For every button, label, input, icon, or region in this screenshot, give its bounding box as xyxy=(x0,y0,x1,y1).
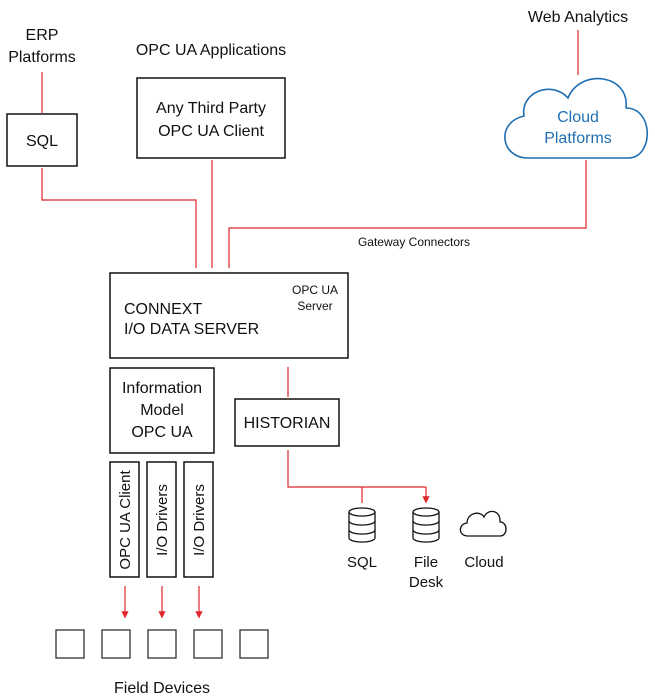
storage-sql-label: SQL xyxy=(347,554,377,571)
driver1-label: OPC UA Client xyxy=(117,470,134,570)
cloud-platforms-line2: Platforms xyxy=(544,130,612,147)
sql-to-server-connector xyxy=(41,168,197,268)
database-icon xyxy=(412,507,440,543)
opc-apps-label: OPC UA Applications xyxy=(136,42,286,59)
database-icon xyxy=(348,507,376,543)
information-model-box xyxy=(109,367,215,454)
driver2-label: I/O Drivers xyxy=(154,484,171,556)
erp-label-line2: Platforms xyxy=(8,49,76,66)
cloud-platforms-shape xyxy=(504,77,648,159)
third-party-line1: Any Third Party xyxy=(156,100,266,117)
field-devices-label: Field Devices xyxy=(114,680,210,697)
field-device xyxy=(55,629,85,659)
server-tag-line2: Server xyxy=(297,299,332,313)
info-model-line3: OPC UA xyxy=(131,424,193,441)
cloud-to-server-connector xyxy=(228,160,587,268)
third-party-client-box xyxy=(136,77,286,159)
server-title-line2: I/O DATA SERVER xyxy=(124,321,259,338)
server-tag-line1: OPC UA xyxy=(292,283,338,297)
server-title-line1: CONNEXT xyxy=(124,301,202,318)
storage-file-line2: Desk xyxy=(409,574,444,591)
info-model-line1: Information xyxy=(122,380,202,397)
driver-box-opc-ua-client xyxy=(109,461,140,578)
gateway-connectors-label: Gateway Connectors xyxy=(358,235,470,249)
storage-file-line1: File xyxy=(414,554,438,571)
third-party-line2: OPC UA Client xyxy=(158,123,264,140)
io-data-server-box xyxy=(109,272,349,359)
historian-to-storage-connector xyxy=(287,450,426,488)
web-analytics-label: Web Analytics xyxy=(528,9,628,26)
historian-label: HISTORIAN xyxy=(244,415,331,432)
field-device xyxy=(147,629,177,659)
historian-box xyxy=(234,398,340,447)
field-device xyxy=(101,629,131,659)
sql-box-label: SQL xyxy=(26,133,58,150)
erp-label-line1: ERP xyxy=(26,27,59,44)
driver3-label: I/O Drivers xyxy=(191,484,208,556)
field-device xyxy=(239,629,269,659)
cloud-icon xyxy=(459,510,507,537)
info-model-line2: Model xyxy=(140,402,184,419)
storage-cloud-label: Cloud xyxy=(464,554,503,571)
sql-box xyxy=(6,113,78,167)
driver-box-io-drivers-1 xyxy=(146,461,177,578)
field-device xyxy=(193,629,223,659)
cloud-platforms-line1: Cloud xyxy=(557,109,599,126)
driver-box-io-drivers-2 xyxy=(183,461,214,578)
